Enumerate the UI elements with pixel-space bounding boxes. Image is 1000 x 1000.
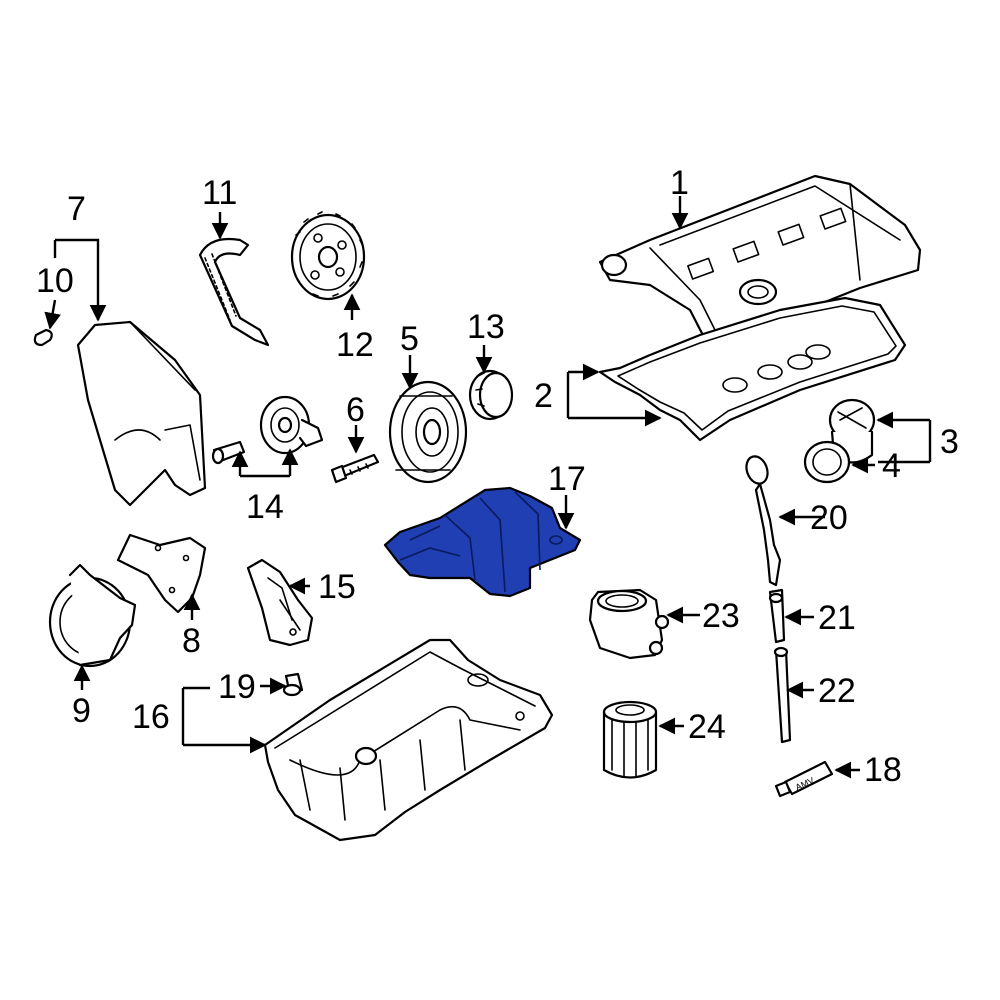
dipstick-tube-upper-part[interactable]: [768, 588, 786, 644]
drain-plug-part[interactable]: [282, 672, 304, 697]
callout-9: 9: [72, 692, 91, 730]
callout-8: 8: [182, 622, 201, 660]
sealant-tube-part[interactable]: AMV: [774, 760, 834, 798]
timing-belt-cover-part[interactable]: [76, 320, 207, 507]
belt-tensioner-part[interactable]: [211, 395, 324, 465]
backing-plate-part[interactable]: [48, 563, 137, 668]
valve-cover-gasket-part[interactable]: [598, 296, 907, 442]
oil-filter-part[interactable]: [602, 700, 658, 779]
crankshaft-pulley-part[interactable]: [388, 380, 468, 484]
callout-13: 13: [467, 308, 505, 346]
timing-belt-part[interactable]: [198, 237, 270, 347]
oil-filter-housing-part[interactable]: [588, 588, 670, 660]
callout-18: 18: [864, 751, 902, 789]
cap-seal-part[interactable]: [803, 440, 851, 484]
callout-22: 22: [818, 672, 856, 710]
callout-6: 6: [346, 391, 365, 429]
callout-1: 1: [670, 164, 689, 202]
camshaft-sprocket-part[interactable]: [290, 211, 366, 301]
callout-5: 5: [400, 320, 419, 358]
dipstick-part[interactable]: [743, 453, 782, 587]
leader-lines: [44, 196, 932, 779]
callout-4: 4: [882, 447, 901, 485]
valve-cover-part[interactable]: [598, 174, 922, 352]
retaining-clip-part[interactable]: [33, 328, 53, 347]
oil-baffle-part[interactable]: [383, 486, 582, 598]
rear-cover-plate-part[interactable]: [116, 533, 207, 614]
callout-10: 10: [36, 262, 74, 300]
callout-12: 12: [336, 326, 374, 364]
callout-24: 24: [688, 708, 726, 746]
callout-17: 17: [548, 460, 586, 498]
callout-21: 21: [818, 599, 856, 637]
pulley-bolt-part[interactable]: [330, 453, 380, 484]
callout-16: 16: [132, 698, 170, 736]
tensioner-bracket-part[interactable]: [246, 558, 314, 647]
callout-labels: 1 2 3 4 5 6 7 8 9 10 11 12 13 14 15 16 1…: [36, 164, 959, 789]
callout-11: 11: [202, 174, 237, 212]
callout-20: 20: [810, 499, 848, 537]
callout-19: 19: [218, 668, 256, 706]
callout-2: 2: [534, 377, 553, 415]
oil-baffle-highlight: [383, 486, 582, 598]
oil-pan-part[interactable]: [263, 638, 554, 842]
dipstick-tube-lower-part[interactable]: [773, 646, 792, 744]
callout-15: 15: [318, 568, 356, 606]
callout-7: 7: [67, 190, 86, 228]
callout-14: 14: [246, 488, 284, 526]
crank-sprocket-part[interactable]: [468, 369, 514, 421]
callout-3: 3: [940, 423, 959, 461]
callout-23: 23: [702, 597, 740, 635]
